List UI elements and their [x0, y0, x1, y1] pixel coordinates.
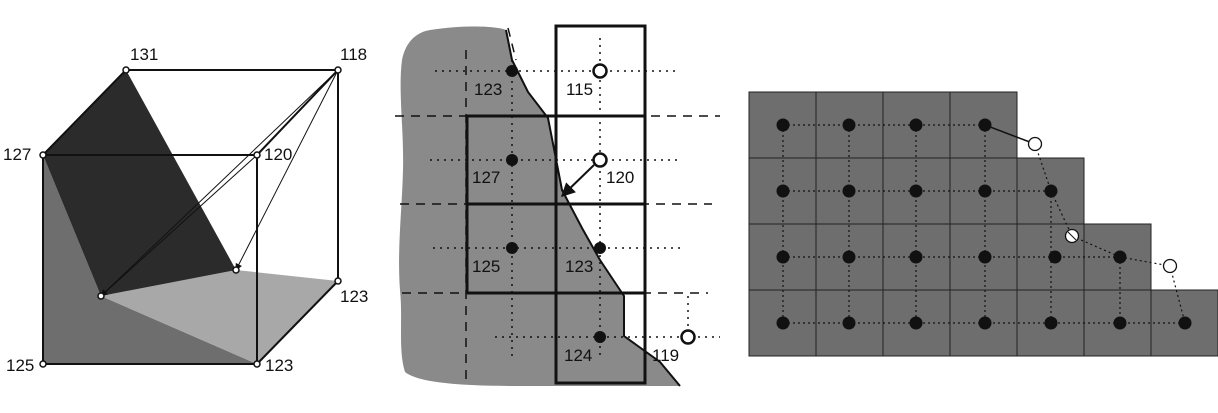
cells [748, 91, 1218, 357]
label-127-mid: 127 [472, 168, 500, 187]
label-125-mid: 125 [472, 257, 500, 276]
thick-boxes [465, 24, 647, 385]
cube-vertices [39, 66, 342, 368]
mid-gray-face [43, 155, 257, 364]
label-119: 119 [652, 346, 679, 365]
label-125: 125 [6, 356, 34, 375]
boundary-line [505, 29, 681, 387]
label-120-mid: 120 [606, 168, 634, 187]
label-115: 115 [566, 80, 593, 99]
cube-diagram: 131 118 127 120 123 125 123 [3, 45, 368, 375]
label-123-a: 123 [474, 80, 502, 99]
gray-region [399, 26, 680, 387]
label-120: 120 [264, 145, 292, 164]
solid-link [984, 124, 1036, 145]
label-123-right: 123 [340, 287, 368, 306]
grid-region-diagram: 123 115 127 120 125 123 124 119 [395, 24, 720, 387]
cube-edges [42, 69, 339, 365]
label-118: 118 [340, 45, 367, 64]
label-127: 127 [3, 145, 31, 164]
grid-points [506, 63, 696, 345]
label-131: 131 [130, 45, 158, 64]
dark-face [43, 70, 236, 296]
displacement-arrow [560, 164, 595, 197]
cube-diagonals [100, 69, 339, 297]
graph-nodes [776, 118, 1192, 330]
cell-graph-diagram [748, 91, 1218, 357]
label-123-f: 123 [565, 257, 593, 276]
label-123-bottom: 123 [265, 356, 293, 375]
label-124: 124 [564, 346, 592, 365]
